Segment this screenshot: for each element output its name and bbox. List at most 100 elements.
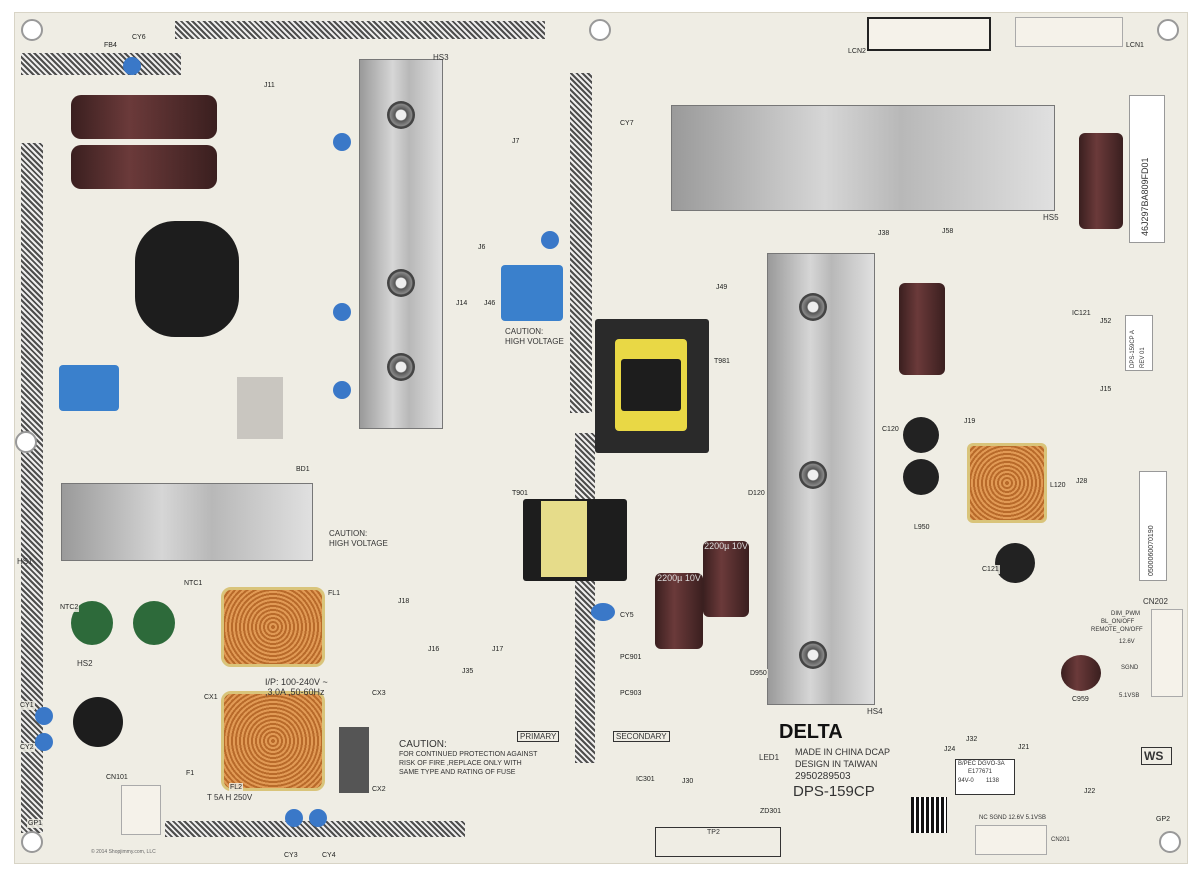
ref-j18: J18 bbox=[397, 597, 411, 606]
capacitor-c120 bbox=[903, 459, 939, 495]
ref-cy4: CY4 bbox=[321, 851, 337, 860]
y-capacitor bbox=[541, 231, 559, 249]
brand-logo: DELTA bbox=[779, 721, 843, 743]
bulk-capacitor bbox=[71, 95, 217, 139]
ref-c121: C121 bbox=[981, 565, 1000, 574]
screw bbox=[387, 269, 415, 297]
model-number: DPS-159CP bbox=[793, 783, 875, 800]
connector-cn202[interactable] bbox=[1151, 609, 1183, 697]
ref-j11: J11 bbox=[263, 81, 276, 90]
test-point-grid bbox=[655, 827, 781, 857]
screw bbox=[799, 293, 827, 321]
cn202-pin: SGND bbox=[1121, 665, 1139, 671]
isolation-trace-bottom bbox=[165, 821, 465, 837]
ref-j17: J17 bbox=[491, 645, 505, 654]
serial-text: 46J297BA809FD01 bbox=[1140, 157, 1150, 236]
ref-j21: J21 bbox=[1017, 743, 1031, 752]
input-rating: I/P: 100-240V ~ bbox=[265, 677, 328, 687]
ref-j28: J28 bbox=[1075, 477, 1089, 486]
isolation-trace-mid bbox=[570, 73, 592, 413]
screw bbox=[799, 461, 827, 489]
capacitor-c121 bbox=[995, 543, 1035, 583]
mounting-hole bbox=[589, 19, 611, 41]
barcode-text: 0500060070190 bbox=[1148, 525, 1155, 576]
x-capacitor-c682 bbox=[501, 265, 563, 321]
secondary-label: SECONDARY bbox=[613, 731, 670, 742]
cert-text: 94V-0 bbox=[958, 778, 974, 784]
connector-lcn1[interactable] bbox=[1015, 17, 1123, 47]
ref-j49: J49 bbox=[715, 283, 729, 292]
isolation-trace-left bbox=[21, 143, 43, 833]
primary-label: PRIMARY bbox=[517, 731, 560, 742]
ref-j22: J22 bbox=[1083, 787, 1097, 796]
isolation-trace-mid2 bbox=[575, 433, 595, 763]
ref-j14: J14 bbox=[455, 299, 469, 308]
ntc-thermistor bbox=[133, 601, 175, 645]
ref-ntc1: NTC1 bbox=[183, 579, 204, 588]
caution-line: FOR CONTINUED PROTECTION AGAINST bbox=[399, 751, 538, 758]
ref-pc903: PC903 bbox=[619, 689, 643, 698]
ref-j58: J58 bbox=[941, 227, 955, 236]
ref-cx1: CX1 bbox=[203, 693, 219, 702]
connector-cn201[interactable] bbox=[975, 825, 1047, 855]
capacitor-c120 bbox=[903, 417, 939, 453]
cn202-pin: 12.6V bbox=[1119, 639, 1135, 645]
capacitor-c959 bbox=[1061, 655, 1101, 691]
ref-bd1: BD1 bbox=[295, 465, 311, 474]
cn202-label: CN202 bbox=[1143, 597, 1168, 606]
power-supply-board: 2200µ 10V 2200µ 10V DELTA MADE IN CHINA … bbox=[14, 12, 1188, 864]
capacitor-c801 bbox=[237, 377, 283, 439]
ref-ic301: IC301 bbox=[635, 775, 656, 784]
cn202-pin: REMOTE_ON/OFF bbox=[1091, 627, 1143, 633]
ref-gp1: GP1 bbox=[27, 819, 44, 828]
input-rating: ,3.0A ,50-60Hz bbox=[265, 687, 325, 697]
ref-cy2: CY2 bbox=[19, 743, 35, 752]
connector-cn101[interactable] bbox=[121, 785, 161, 835]
isolation-trace-top bbox=[21, 53, 181, 75]
y-capacitor bbox=[285, 809, 303, 827]
screw bbox=[799, 641, 827, 669]
mounting-hole bbox=[21, 831, 43, 853]
ref-j32: J32 bbox=[965, 735, 979, 744]
ref-l120: L120 bbox=[1049, 481, 1067, 490]
caution-hv-text: HIGH VOLTAGE bbox=[329, 539, 388, 548]
thermistor bbox=[73, 697, 123, 747]
caution-hv: CAUTION: bbox=[505, 327, 544, 336]
screw bbox=[387, 353, 415, 381]
mounting-hole bbox=[15, 431, 37, 453]
mounting-hole bbox=[1159, 831, 1181, 853]
ref-fl2: FL2 bbox=[229, 783, 244, 792]
ref-cx2: CX2 bbox=[371, 785, 387, 794]
transformer-t901-tape bbox=[541, 501, 587, 577]
line-filter-fl1 bbox=[221, 587, 325, 667]
fuse-rating: T 5A H 250V bbox=[207, 793, 253, 802]
y-capacitor bbox=[333, 303, 351, 321]
y-capacitor bbox=[591, 603, 615, 621]
ref-cy3: CY3 bbox=[283, 851, 299, 860]
serial-sticker: 46J297BA809FD01 bbox=[1129, 95, 1165, 243]
ref-hs1: HS1 bbox=[17, 557, 33, 566]
y-capacitor bbox=[123, 57, 141, 75]
cn201-label: CN201 bbox=[1051, 837, 1070, 843]
copyright: © 2014 Shopjimmy.com, LLC bbox=[91, 849, 156, 855]
ref-cn101: CN101 bbox=[105, 773, 129, 782]
ref-hs5: HS5 bbox=[1043, 213, 1059, 222]
mounting-hole bbox=[1157, 19, 1179, 41]
cert-text: E177671 bbox=[968, 769, 993, 775]
ref-j16: J16 bbox=[427, 645, 441, 654]
cn202-pin: BL_ON/OFF bbox=[1101, 619, 1135, 625]
ref-hs4: HS4 bbox=[867, 707, 883, 716]
ref-fb4: FB4 bbox=[103, 41, 118, 50]
ref-cy6: CY6 bbox=[131, 33, 147, 42]
ref-hs2: HS2 bbox=[77, 659, 93, 668]
ref-pc901: PC901 bbox=[619, 653, 643, 662]
qr-code bbox=[911, 797, 947, 833]
ref-cy5: CY5 bbox=[619, 611, 635, 620]
cn202-pin: DIM_PWM bbox=[1111, 611, 1140, 617]
connector-lcn2[interactable] bbox=[867, 17, 991, 51]
mounting-hole bbox=[21, 19, 43, 41]
cap-label: 2200µ 10V bbox=[704, 541, 748, 551]
ref-j15: J15 bbox=[1099, 385, 1113, 394]
ref-j6: J6 bbox=[477, 243, 487, 252]
ref-lcn1: LCN1 bbox=[1125, 41, 1145, 50]
